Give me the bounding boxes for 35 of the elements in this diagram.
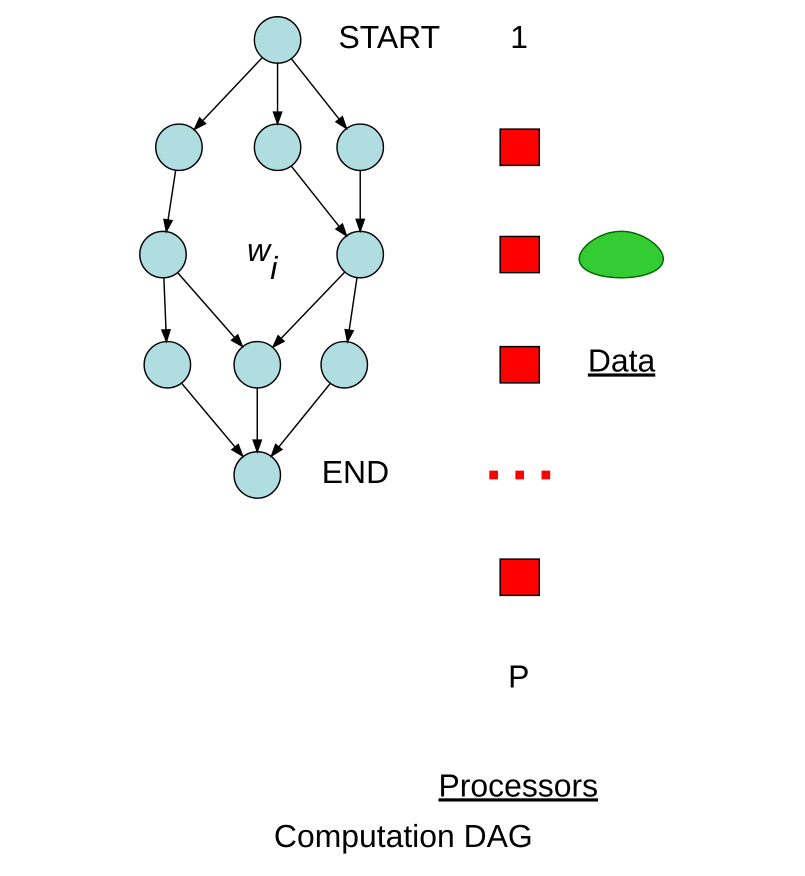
node-box [498, 346, 540, 384]
label: 1 [510, 19, 528, 56]
node-circle [154, 123, 202, 172]
node-label: END [321, 454, 389, 490]
node-circle [232, 340, 281, 389]
node-label: START [338, 19, 440, 56]
arrow [354, 170, 365, 234]
arrow [180, 383, 244, 458]
arrow [192, 57, 262, 131]
arrow [162, 170, 176, 234]
node-box [498, 558, 540, 596]
node-box [498, 236, 540, 274]
label: P [508, 658, 529, 695]
node-circle [142, 340, 191, 389]
node-circle [232, 451, 281, 499]
label: Processors [438, 767, 598, 804]
arrow [344, 278, 358, 344]
arrow [252, 388, 262, 454]
caption: Computation DAG [273, 818, 532, 854]
arrow [160, 278, 171, 344]
node-cloud [578, 230, 664, 278]
node-circle [253, 123, 301, 172]
node-circle [138, 230, 186, 278]
arrow [176, 272, 244, 348]
node-circle [336, 123, 384, 172]
node-circle [253, 16, 301, 64]
arrow [271, 272, 345, 348]
arrow [290, 166, 348, 238]
arrow [272, 64, 282, 126]
node-circle [320, 340, 368, 389]
node-box [498, 128, 540, 166]
label: Data [587, 342, 655, 378]
arrow [290, 58, 348, 130]
node-circle [336, 230, 384, 278]
arrow [270, 383, 330, 458]
